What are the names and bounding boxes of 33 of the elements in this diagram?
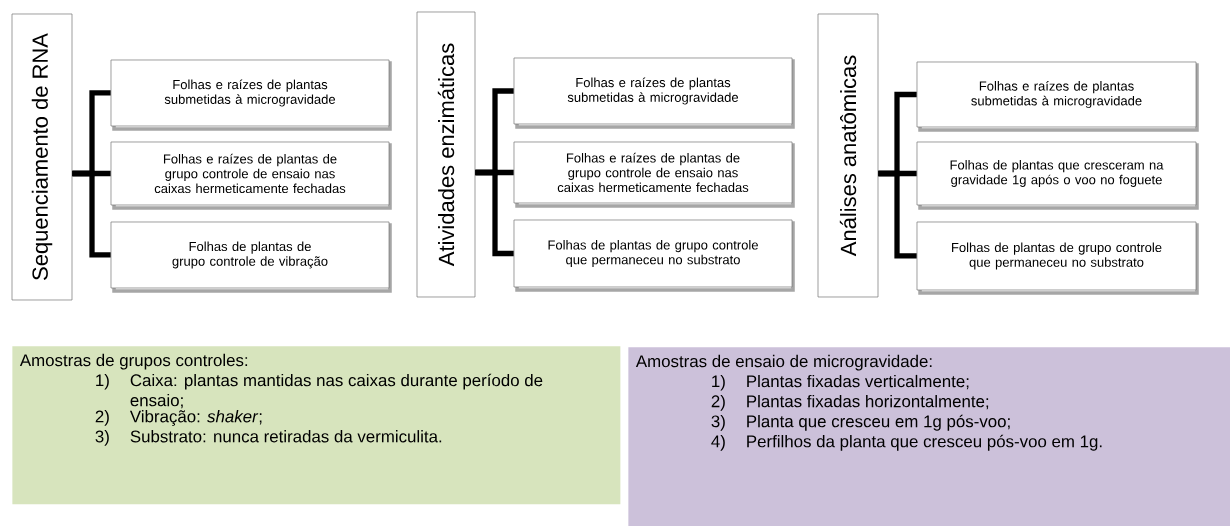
- list-item: Caixa: plantas mantidas nas caixas durante período de ensaio;: [130, 373, 543, 409]
- sample-box: Folhas de plantas de grupo controle que permaneceu no substrato: [916, 221, 1199, 295]
- panel-heading: Amostras de ensaio de microgravidade:: [635, 354, 932, 371]
- list-number: 1): [712, 374, 725, 391]
- list-item: Perfilhos da planta que cresceu pós-voo em 1g.: [747, 434, 1102, 451]
- bracket-connector: [878, 170, 917, 259]
- category-box: Análises anatômicas: [817, 13, 879, 298]
- sample-box: Folhas e raízes de plantas submetidas à microgravidade: [916, 61, 1199, 132]
- sample-box: Folhas e raízes de plantas de grupo controle de ensaio nas caixas hermeticamente fechadas: [513, 141, 795, 208]
- note-panel: [628, 347, 1230, 526]
- panel-heading: Amostras de grupos controles:: [19, 353, 248, 370]
- category-box: Sequenciamento de RNA: [11, 13, 73, 301]
- sample-box: Folhas de plantas que cresceram na gravidade 1g após o voo no foguete: [916, 141, 1199, 210]
- list-item: Vibração: shaker;: [129, 410, 262, 426]
- list-number: 3): [711, 414, 725, 431]
- bracket-connector: [475, 169, 514, 257]
- list-number: 2): [711, 394, 725, 411]
- list-item: Plantas fixadas verticalmente;: [747, 374, 969, 390]
- category-box: Atividades enzimáticas: [416, 11, 476, 298]
- list-number: 2): [95, 410, 109, 426]
- list-item: Planta que cresceu em 1g pós-voo;: [747, 414, 1010, 431]
- sample-box: Folhas de plantas de grupo controle de vibração: [110, 221, 392, 293]
- list-item: Substrato: nunca retiradas da vermiculita.: [130, 430, 442, 443]
- sample-box: Folhas e raízes de plantas submetidas à microgravidade: [513, 57, 795, 129]
- bracket-connector: [72, 170, 111, 258]
- sample-box: Folhas de plantas de grupo controle que permaneceu no substrato: [513, 219, 795, 292]
- list-item: Plantas fixadas horizontalmente;: [747, 394, 989, 410]
- list-number: 4): [711, 435, 725, 451]
- sample-box: Folhas e raízes de plantas de grupo controle de ensaio nas caixas hermeticamente fechadas: [110, 141, 392, 210]
- note-panel: [12, 346, 621, 505]
- list-number: 3): [95, 430, 109, 446]
- sample-box: Folhas e raízes de plantas submetidas à microgravidade: [110, 59, 392, 131]
- list-number: 1): [96, 373, 109, 390]
